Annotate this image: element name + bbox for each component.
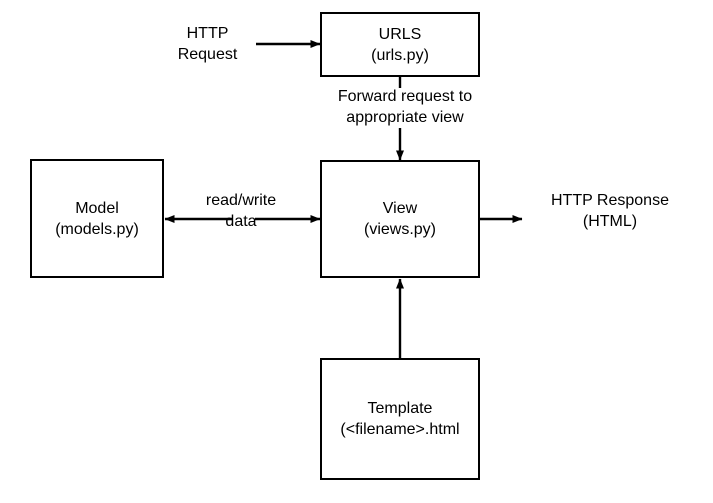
read-write-data-label-line2: data xyxy=(225,213,257,230)
read-write-data-label: read/write data xyxy=(186,190,296,232)
view-box-title: View xyxy=(382,200,418,217)
forward-request-label-line1: Forward request to xyxy=(337,88,473,105)
http-response-label-line2: (HTML) xyxy=(582,213,638,230)
read-write-data-label-line1: read/write xyxy=(205,192,277,209)
template-box-title: Template xyxy=(367,400,433,417)
urls-box-title: URLS xyxy=(378,25,422,43)
view-box-subtitle: (views.py) xyxy=(363,221,436,238)
model-box[interactable]: Model (models.py) xyxy=(30,159,164,278)
http-request-label: HTTP Request xyxy=(150,23,265,65)
template-box-subtitle: (<filename>.html xyxy=(340,421,460,438)
forward-request-label-line2: appropriate view xyxy=(346,109,464,126)
http-request-label-line2: Request xyxy=(177,46,238,63)
template-box[interactable]: Template (<filename>.html xyxy=(320,358,480,480)
model-box-title: Model xyxy=(75,199,119,217)
urls-box[interactable]: URLS (urls.py) xyxy=(320,12,480,77)
view-box[interactable]: View (views.py) xyxy=(320,160,480,278)
forward-request-label: Forward request to appropriate view xyxy=(310,86,500,128)
http-response-label: HTTP Response (HTML) xyxy=(520,190,700,232)
http-request-label-line1: HTTP xyxy=(186,25,229,42)
http-response-label-line1: HTTP Response xyxy=(551,192,669,209)
urls-box-subtitle: (urls.py) xyxy=(371,46,429,64)
model-box-subtitle: (models.py) xyxy=(55,220,139,238)
